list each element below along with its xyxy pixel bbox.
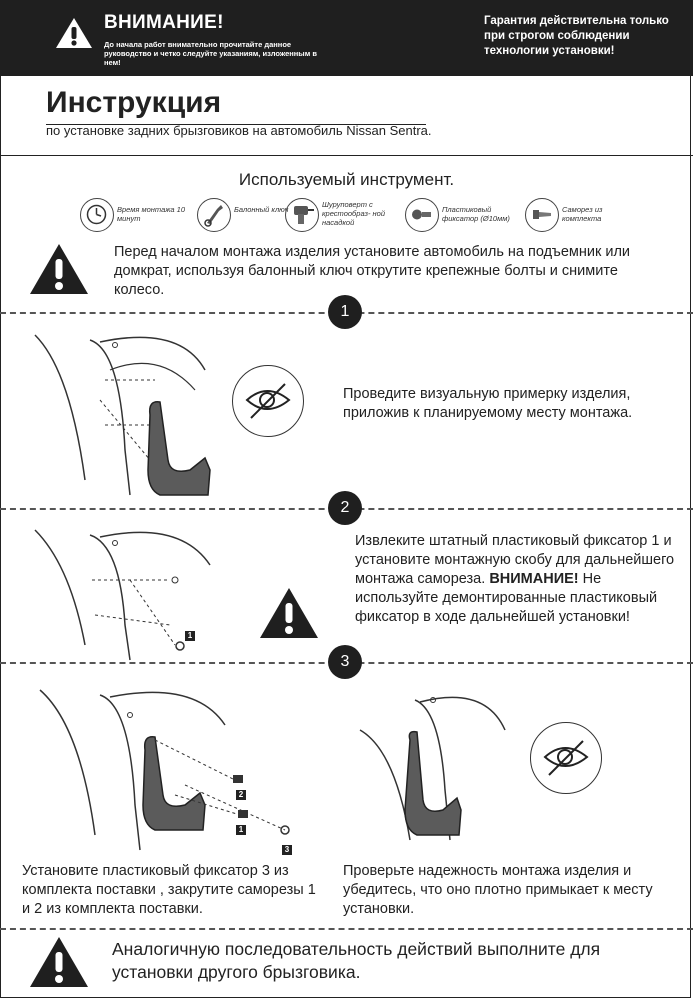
- tools-title: Используемый инструмент.: [238, 170, 455, 189]
- wrench-icon: [197, 198, 231, 232]
- step-2-warning-text: Не используйте демонтированные пластиков…: [355, 571, 658, 625]
- callout-2: 2: [236, 790, 246, 800]
- tool-label-wrench: Балонный ключ: [234, 205, 289, 214]
- tool-label-screwdriver: Шуруповерт с крестообраз- ной насадкой: [322, 200, 385, 227]
- callout-1: 1: [236, 825, 246, 835]
- warning-header: ВНИМАНИЕ! До начала работ внимательно пр…: [0, 0, 693, 76]
- callout-3: 3: [282, 845, 292, 855]
- step-2-instruction: Извлеките штатный пластиковый фиксатор 1…: [355, 533, 675, 587]
- screw-installation-illustration: [39, 689, 290, 851]
- step-number-3: 3: [328, 645, 362, 679]
- page-subtitle: по установке задних брызговиков на автом…: [46, 123, 432, 138]
- warranty-note: Гарантия действительна только при строго…: [484, 15, 669, 57]
- page-title: Инструкция: [46, 86, 222, 119]
- footer-text: Аналогичную последовательность действий …: [112, 939, 601, 982]
- tool-label-time: Время монтажа 10 минут: [117, 205, 186, 223]
- step-2-text: Извлеките штатный пластиковый фиксатор 1…: [355, 532, 675, 627]
- warning-icon: [30, 937, 88, 987]
- step-3-text-left: Установите пластиковый фиксатор 3 из ком…: [22, 863, 316, 917]
- step-number-2: 2: [328, 491, 362, 525]
- warning-icon: [260, 588, 318, 638]
- header-title: ВНИМАНИЕ!: [104, 12, 224, 33]
- warning-icon: [56, 18, 92, 48]
- installed-mudflap-illustration: [359, 696, 506, 841]
- screw-icon: [525, 198, 559, 232]
- title-underline: [46, 124, 426, 125]
- eye-icon: [530, 722, 602, 794]
- step-2-warning-label: ВНИМАНИЕ!: [489, 571, 579, 587]
- step-number-1: 1: [328, 295, 362, 329]
- step-1-text: Проведите визуальную примерку изделия, п…: [343, 386, 633, 421]
- mudflap-fitting-illustration: [34, 334, 211, 496]
- screwdriver-icon: [285, 198, 319, 232]
- eye-icon: [232, 365, 304, 437]
- warning-icon: [30, 244, 88, 294]
- page-frame: [0, 76, 691, 998]
- step-3-text-right: Проверьте надежность монтажа изделия и у…: [343, 863, 653, 917]
- step-divider: [0, 928, 693, 930]
- section-divider: [0, 155, 693, 156]
- tool-label-fastener: Пластиковый фиксатор (Ø10мм): [442, 205, 510, 223]
- callout-1: 1: [185, 631, 195, 641]
- tool-label-screw: Саморез из комплекта: [562, 205, 603, 223]
- header-subtitle: До начала работ внимательно прочитайте д…: [104, 40, 317, 67]
- clock-icon: [80, 198, 114, 232]
- fastener-icon: [405, 198, 439, 232]
- clip-removal-illustration: [34, 529, 211, 661]
- intro-text: Перед началом монтажа изделия установите…: [114, 244, 631, 298]
